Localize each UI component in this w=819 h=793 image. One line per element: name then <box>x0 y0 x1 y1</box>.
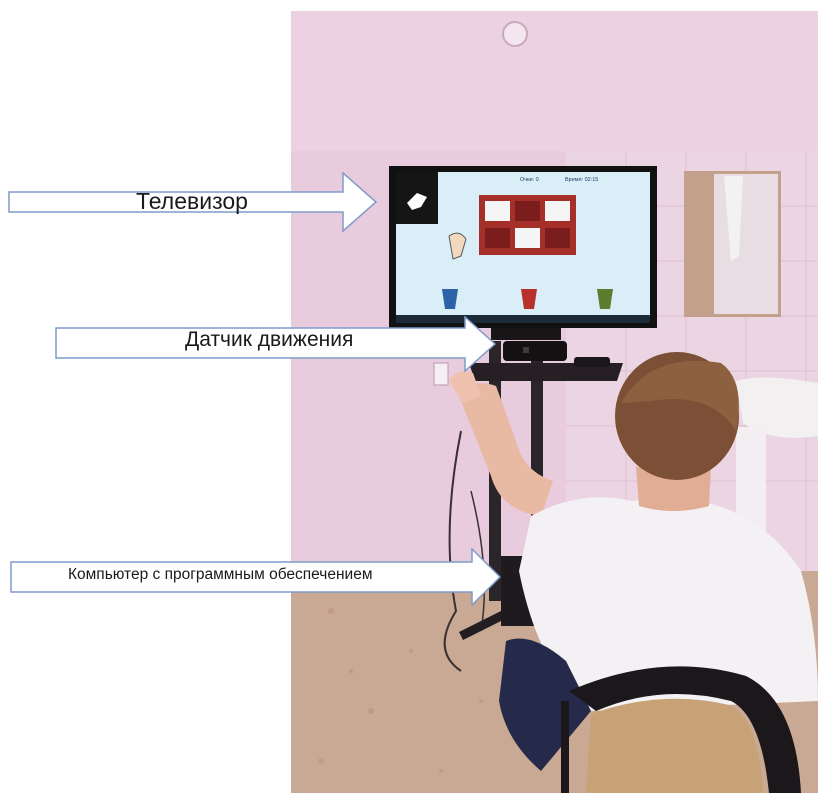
motion-sensor <box>503 341 567 361</box>
computer-callout-arrow: Компьютер с программным обеспечением <box>10 548 502 606</box>
blue-cup <box>442 289 458 309</box>
sensor-label: Датчик движения <box>185 328 354 351</box>
chair-frame <box>569 666 801 793</box>
tv-callout-arrow: Телевизор <box>8 172 378 232</box>
arrow-right-icon <box>55 316 497 372</box>
raised-arm <box>461 383 553 516</box>
score-text: Очки: 0 <box>520 177 539 183</box>
rehab-room-scene: Очки: 0 Время: 02:15 <box>291 11 818 793</box>
keyboard-shelf <box>469 363 623 381</box>
arrow-right-icon <box>10 548 502 606</box>
photo: Очки: 0 Время: 02:15 <box>291 11 818 793</box>
cursor-hand-icon <box>448 232 467 260</box>
arrow-right-icon <box>8 172 378 232</box>
hand-icon <box>407 193 427 210</box>
red-cup <box>521 289 537 309</box>
tv-label: Телевизор <box>136 188 248 214</box>
sensor-callout-arrow: Датчик движения <box>55 316 497 372</box>
computer-label: Компьютер с программным обеспечением <box>68 566 373 583</box>
chair-seat <box>586 698 763 793</box>
sink <box>736 377 818 438</box>
time-text: Время: 02:15 <box>565 177 598 183</box>
white-shirt <box>519 497 818 711</box>
green-cup <box>597 289 613 309</box>
wall-socket <box>433 362 449 386</box>
ceiling-light <box>502 21 528 47</box>
